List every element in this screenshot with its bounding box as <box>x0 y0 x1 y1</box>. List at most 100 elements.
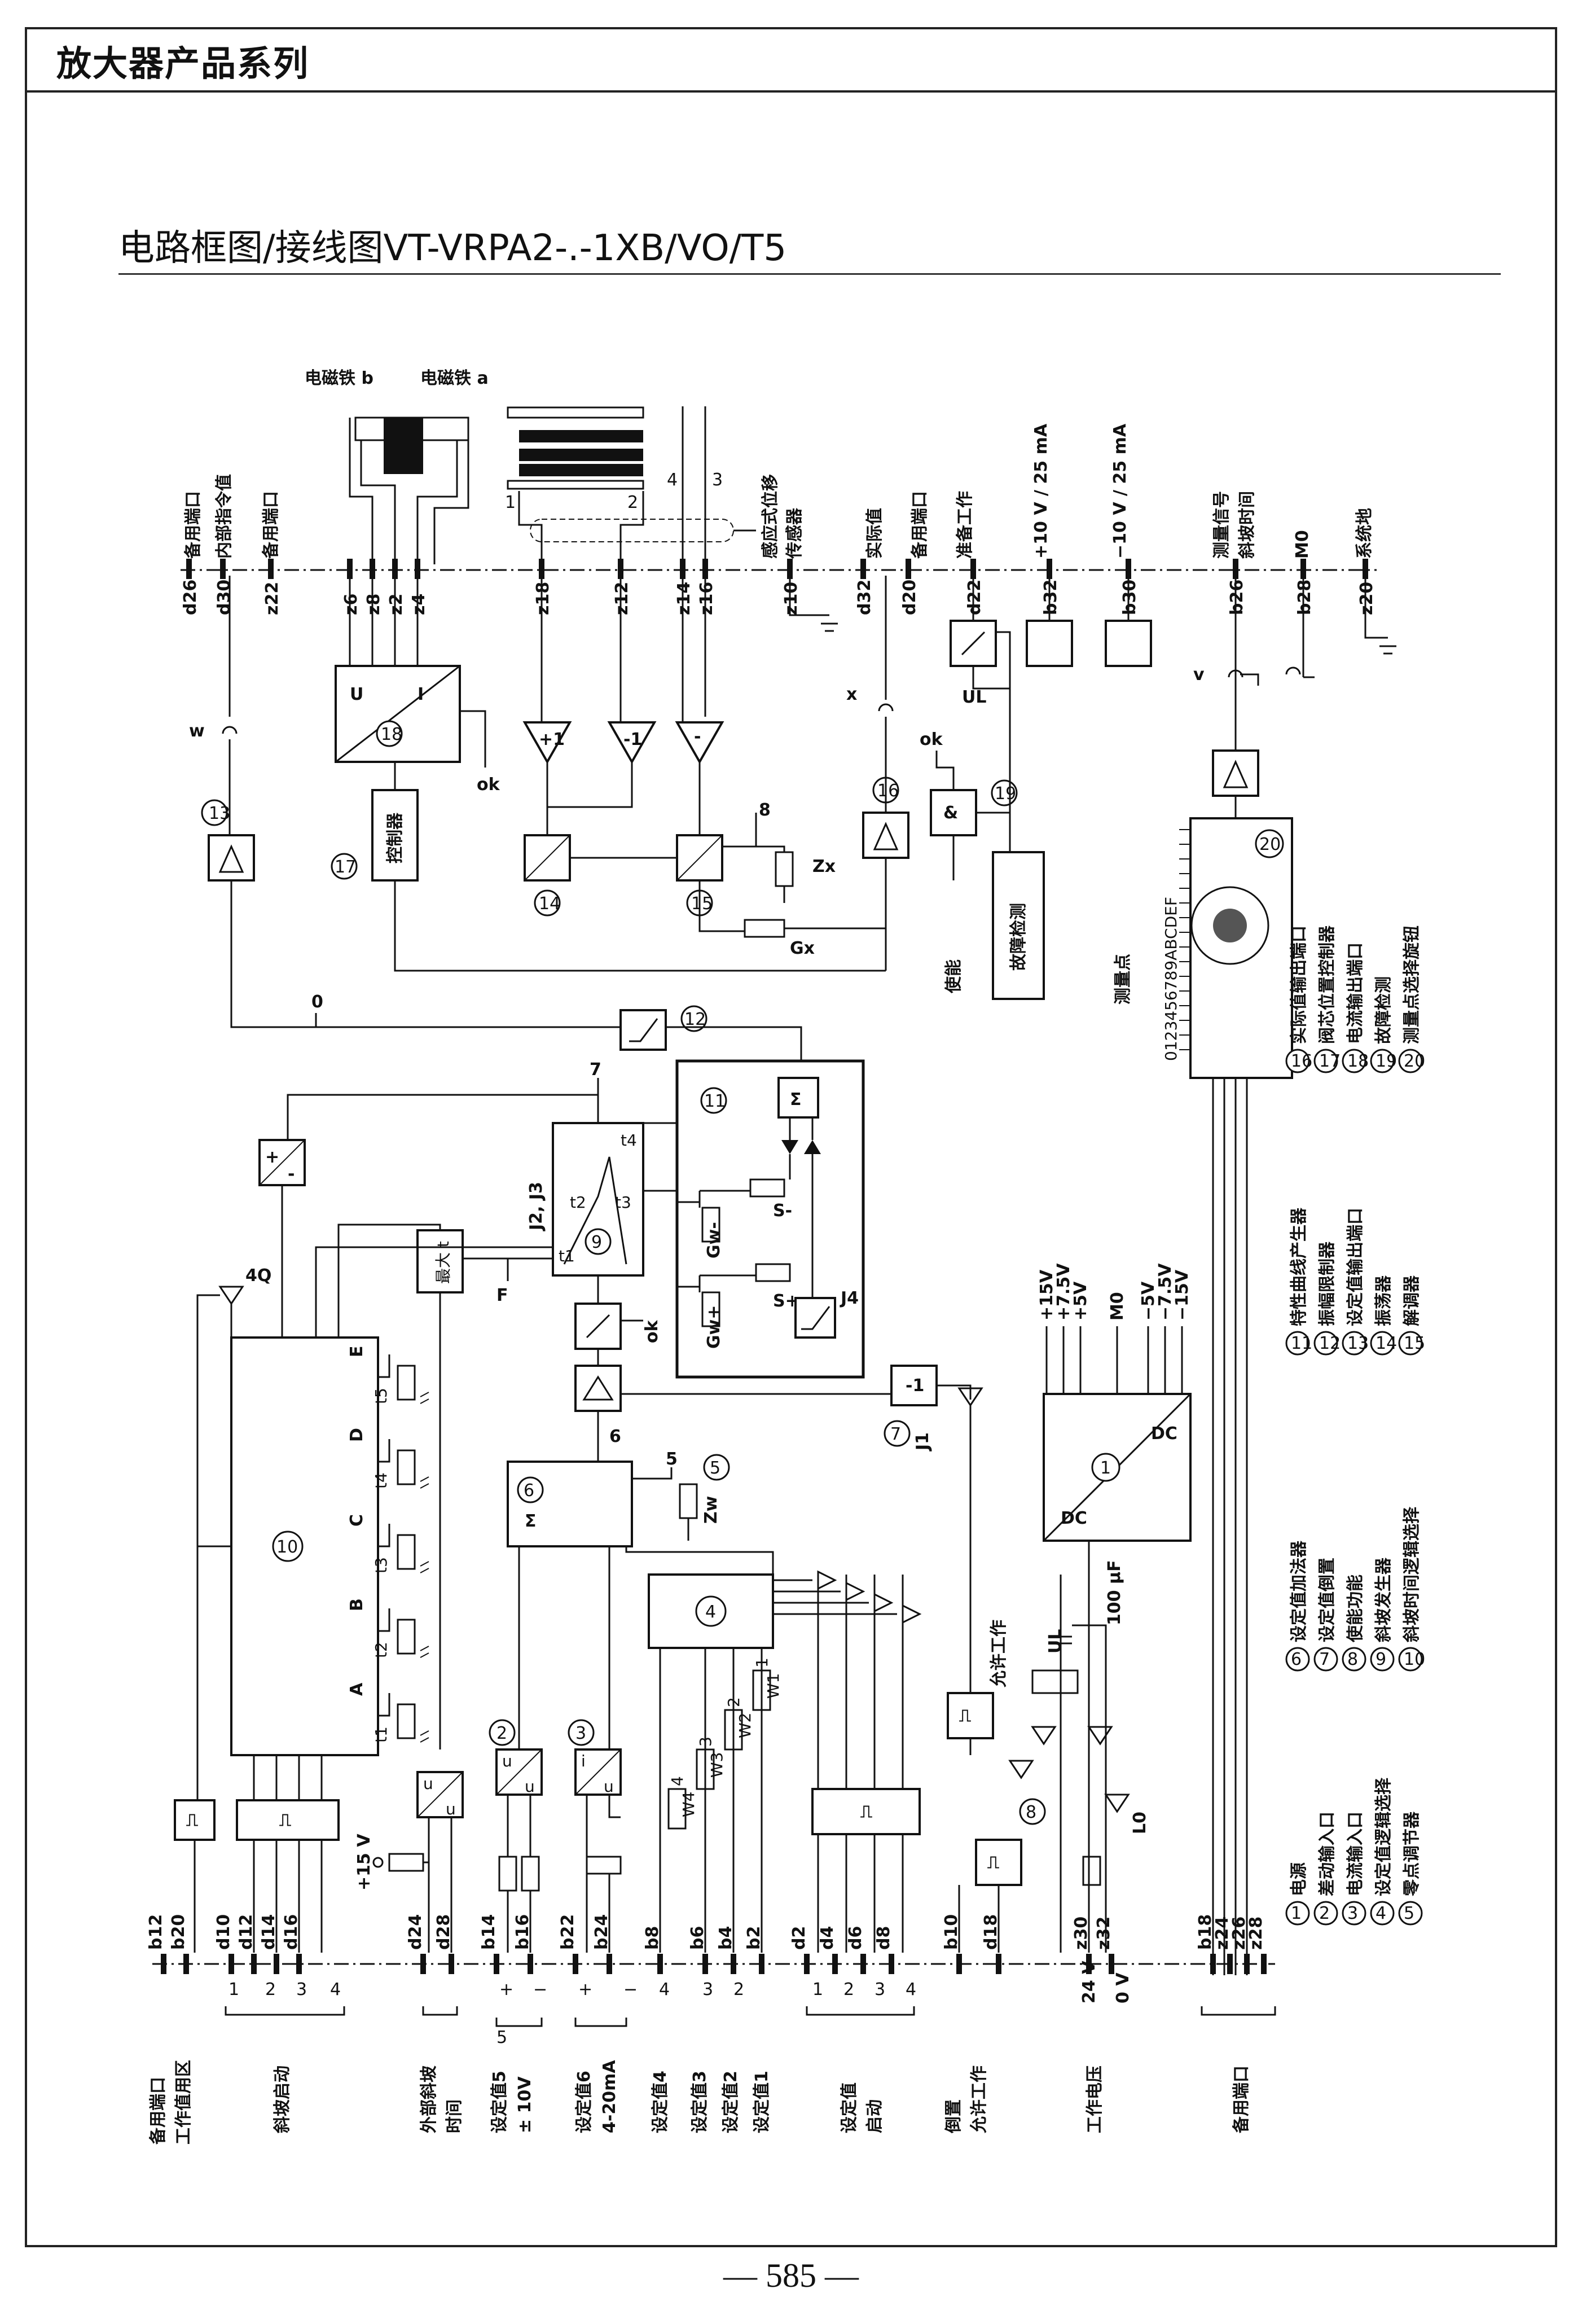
n7-label: 7 <box>590 1060 601 1080</box>
svg-text:1: 1 <box>228 1980 239 1999</box>
measure-point-selector: 20 0123456789ABCDEF 测量点 <box>1113 817 1293 1975</box>
legend-text-17: 阀芯位置控制器 <box>1317 925 1337 1044</box>
svg-text:设定值6: 设定值6 <box>574 2071 594 2133</box>
ramp-rA: A <box>347 1682 367 1696</box>
pin-d30 <box>220 559 226 579</box>
pin-d26 <box>186 559 192 579</box>
svg-text:u: u <box>525 1777 535 1796</box>
cn-14: 14 <box>539 894 560 914</box>
svg-text:3: 3 <box>875 1980 885 1999</box>
ramp-pot-rC <box>397 1534 416 1570</box>
pin-d4 <box>832 1954 838 1974</box>
allow-label: 允许工作 <box>989 1620 1009 1688</box>
pin-z8 <box>370 559 375 579</box>
ramp-pot-rE <box>397 1365 416 1401</box>
pin-label-d28: d28 <box>434 1914 454 1950</box>
legend-num-6: 6 <box>1291 1650 1302 1669</box>
pin-b18 <box>1210 1954 1216 1974</box>
pin-label-z12: z12 <box>612 582 632 615</box>
cap-label: 100 μF <box>1105 1560 1124 1625</box>
legend-text-15: 解调器 <box>1402 1275 1422 1326</box>
cn-5: 5 <box>710 1458 720 1478</box>
cn-17: 17 <box>335 857 356 877</box>
legend-text-14: 振荡器 <box>1374 1275 1394 1326</box>
pin-label-d22: d22 <box>965 580 985 615</box>
legend-num-13: 13 <box>1347 1334 1369 1353</box>
j2j3-label: J2, J3 <box>526 1182 546 1231</box>
pin-d12 <box>251 1954 257 1974</box>
label-d30: 内部指令值 <box>214 474 234 559</box>
setpoint-led-2 <box>845 1581 865 1602</box>
coil-4: 4 <box>667 470 678 490</box>
svg-text:设定值: 设定值 <box>840 2082 859 2133</box>
setpoint-led-4 <box>902 1604 922 1624</box>
label-z20: 系统地 <box>1355 508 1374 559</box>
x-label: x <box>846 685 857 704</box>
t3-ramp: t3 <box>615 1193 631 1212</box>
svg-text:+1: +1 <box>539 730 565 749</box>
pin-z28 <box>1261 1954 1267 1974</box>
svg-text:u: u <box>502 1752 512 1770</box>
legend-text-20: 测量点选择旋钮 <box>1402 926 1422 1044</box>
pin-d14 <box>274 1954 279 1974</box>
cn-19: 19 <box>995 784 1016 804</box>
pin-z2 <box>392 559 398 579</box>
j4-label: J4 <box>840 1288 859 1308</box>
pin-label-b28: b28 <box>1295 580 1315 615</box>
legend-text-6: 设定值加法器 <box>1289 1540 1309 1642</box>
pin-label-b6: b6 <box>688 1926 707 1950</box>
legend-text-1: 电源 <box>1289 1862 1309 1896</box>
solenoid-assembly: 电磁铁 b 电磁铁 a 1 2 4 3 <box>305 369 756 564</box>
svg-text:设定值2: 设定值2 <box>721 2071 741 2133</box>
page-frame <box>25 27 1557 2247</box>
ramp-t-t4: t4 <box>372 1472 390 1489</box>
pin-label-z10: z10 <box>781 582 801 615</box>
svg-text:倒置: 倒置 <box>944 2099 964 2134</box>
pin-b4 <box>731 1954 736 1974</box>
svg-text:&: & <box>943 803 958 823</box>
pot-w4 <box>667 1788 687 1830</box>
cn-13: 13 <box>209 804 230 823</box>
gx-label: Gx <box>790 939 815 958</box>
pin-z12 <box>618 559 623 579</box>
label-z10: 感应式位移 <box>761 474 780 559</box>
top-blocks: w 13 U I 18 ok 控制器 17 +1 -1 - <box>189 570 1396 1028</box>
svg-text:设定值3: 设定值3 <box>690 2071 710 2133</box>
pin-b26 <box>1233 559 1238 579</box>
m1-label: -1 <box>906 1376 924 1396</box>
t2-ramp: t2 <box>570 1193 586 1212</box>
zw-label: Zw <box>701 1496 721 1524</box>
pin-label-z22: z22 <box>262 582 282 615</box>
label-z22: 备用端口 <box>261 491 281 559</box>
svg-text:启动: 启动 <box>865 2099 885 2133</box>
pin-label-b22: b22 <box>558 1914 578 1950</box>
svg-text:时间: 时间 <box>445 2099 464 2133</box>
svg-text:2: 2 <box>265 1980 276 1999</box>
header-divider <box>25 90 1557 93</box>
ramp-rB: B <box>347 1598 367 1611</box>
pin-label-z32: z32 <box>1094 1917 1114 1950</box>
pin-label-d32: d32 <box>855 580 875 615</box>
ok2-label: ok <box>920 730 943 749</box>
pin-label-d20: d20 <box>900 580 920 615</box>
svg-text:I: I <box>418 685 424 704</box>
ramp-rD: D <box>347 1428 367 1442</box>
pin-label-d14: d14 <box>259 1914 279 1950</box>
pin-z16 <box>702 559 708 579</box>
measure-points-list: 0123456789ABCDEF <box>1162 897 1180 1061</box>
cn-10: 10 <box>276 1537 298 1557</box>
ramp-t-t2: t2 <box>372 1642 390 1658</box>
pin-z30 <box>1086 1954 1092 1974</box>
pin-label-z2: z2 <box>386 594 406 615</box>
svg-text:+: + <box>499 1980 513 1999</box>
legend-num-20: 20 <box>1404 1051 1425 1071</box>
pin-label-z16: z16 <box>697 582 717 615</box>
f-label: F <box>496 1286 508 1305</box>
cn-8: 8 <box>1026 1803 1036 1822</box>
svg-text:W2: W2 <box>736 1713 754 1739</box>
svg-text:W4: W4 <box>679 1792 698 1818</box>
svg-text:⎍: ⎍ <box>987 1853 999 1873</box>
legend-num-17: 17 <box>1319 1051 1341 1071</box>
pin-z22 <box>268 559 274 579</box>
